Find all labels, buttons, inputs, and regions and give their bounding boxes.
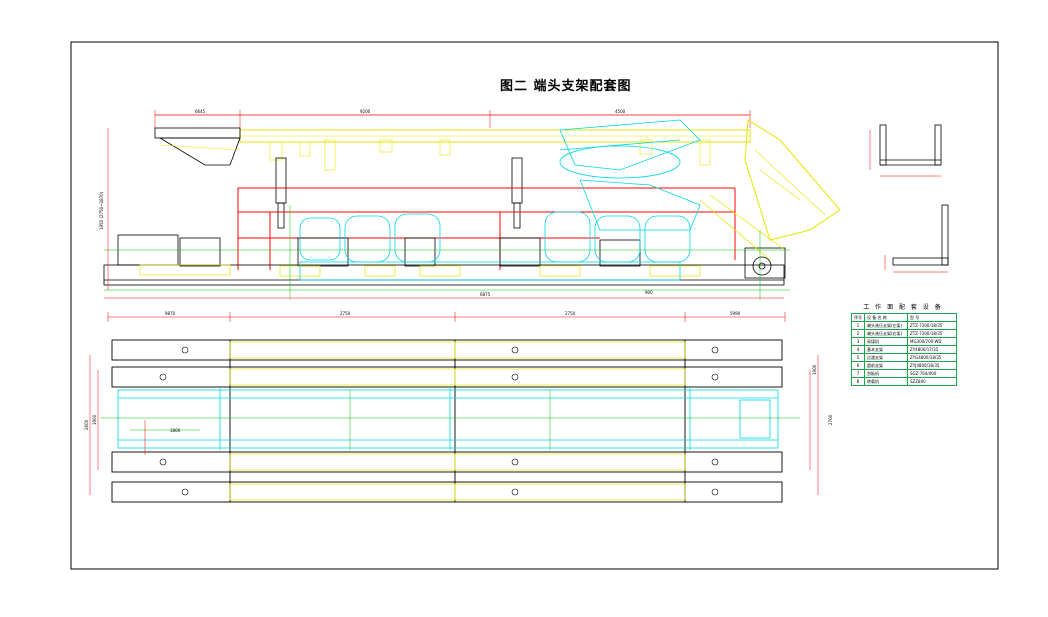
table-cell: ZY4800/17/35 — [907, 345, 957, 354]
table-row: 6 超前支架 ZYJ4800/18/35 — [851, 361, 957, 370]
header-cell: 设 备 名 称 — [864, 313, 908, 322]
table-cell: 过渡支架 — [864, 353, 908, 362]
table-cell: 5 — [851, 353, 865, 362]
table-cell: 基本支架 — [864, 345, 908, 354]
side-view: 6645 9200 4500 — [99, 109, 841, 300]
drawing-title: 图二 端头支架配套图 — [500, 79, 632, 94]
table-cell: 端头液压支架(右架) — [864, 329, 908, 338]
table-row: 7 刮板机 SGZ-764/400 — [851, 369, 957, 378]
table-cell: ZTZ-7200/18/35 — [907, 321, 957, 330]
table-cell: 4 — [851, 345, 865, 354]
table-header-row: 序号 设 备 名 称 型 号 — [851, 313, 957, 322]
dim-side-bottom: 6875 — [480, 292, 491, 297]
table-cell: 超前支架 — [864, 361, 908, 370]
table-cell: MG300/700-WD — [907, 337, 957, 346]
header-cell: 序号 — [851, 313, 865, 322]
table-cell: ZTZ-7200/18/35 — [907, 329, 957, 338]
dim-plan-right-2: 2700 — [828, 414, 833, 425]
table-cell: 刮板机 — [864, 369, 908, 378]
table-row: 1 端头液压支架(左架) ZTZ-7200/18/35 — [851, 321, 957, 330]
table-cell: ZYG4800/18/35 — [907, 353, 957, 362]
dim-plan-top-4: 5990 — [730, 311, 741, 316]
detail-view-2 — [884, 204, 949, 273]
dim-plan-inner-1: 1800 — [170, 428, 181, 433]
dim-plan-top-3: 2750 — [565, 311, 576, 316]
dim-left-height: 1950 (2750~2870) — [99, 191, 104, 230]
table-row: 5 过渡支架 ZYG4800/18/35 — [851, 353, 957, 362]
plan-view: 9870 2750 2750 5990 — [84, 311, 833, 503]
table-cell: 6 — [851, 361, 865, 370]
table-cell: 8 — [851, 377, 865, 386]
dim-plan-left-1: 2600 — [84, 419, 89, 430]
dim-plan-top-2: 2750 — [340, 311, 351, 316]
table-cell: 3 — [851, 337, 865, 346]
dim-top-3: 4500 — [615, 109, 626, 114]
table-cell: SZZ800 — [907, 377, 957, 386]
detail-view-1 — [869, 124, 942, 177]
table-cell: 2 — [851, 329, 865, 338]
dim-plan-top-1: 9870 — [165, 311, 176, 316]
table-cell: ZYJ4800/18/35 — [907, 361, 957, 370]
dim-top-2: 9200 — [360, 109, 371, 114]
table-cell: 采煤机 — [864, 337, 908, 346]
equipment-table-title: 工 作 面 配 套 设 备 — [863, 304, 943, 311]
header-cell: 型 号 — [907, 313, 957, 322]
equipment-table: 序号 设 备 名 称 型 号 1 端头液压支架(左架) ZTZ-7200/18/… — [851, 313, 957, 386]
table-cell: 转载机 — [864, 377, 908, 386]
sheet-border — [70, 41, 999, 570]
dim-plan-left-2: 1900 — [92, 414, 97, 425]
table-cell: 端头液压支架(左架) — [864, 321, 908, 330]
table-cell: 1 — [851, 321, 865, 330]
dim-side-bottom-2: 900 — [645, 290, 653, 295]
table-cell: 7 — [851, 369, 865, 378]
dim-top-1: 6645 — [195, 109, 206, 114]
table-row: 8 转载机 SZZ800 — [851, 377, 957, 386]
dim-plan-right-1: 1900 — [812, 364, 817, 375]
table-row: 4 基本支架 ZY4800/17/35 — [851, 345, 957, 354]
table-row: 3 采煤机 MG300/700-WD — [851, 337, 957, 346]
table-cell: SGZ-764/400 — [907, 369, 957, 378]
table-row: 2 端头液压支架(右架) ZTZ-7200/18/35 — [851, 329, 957, 338]
